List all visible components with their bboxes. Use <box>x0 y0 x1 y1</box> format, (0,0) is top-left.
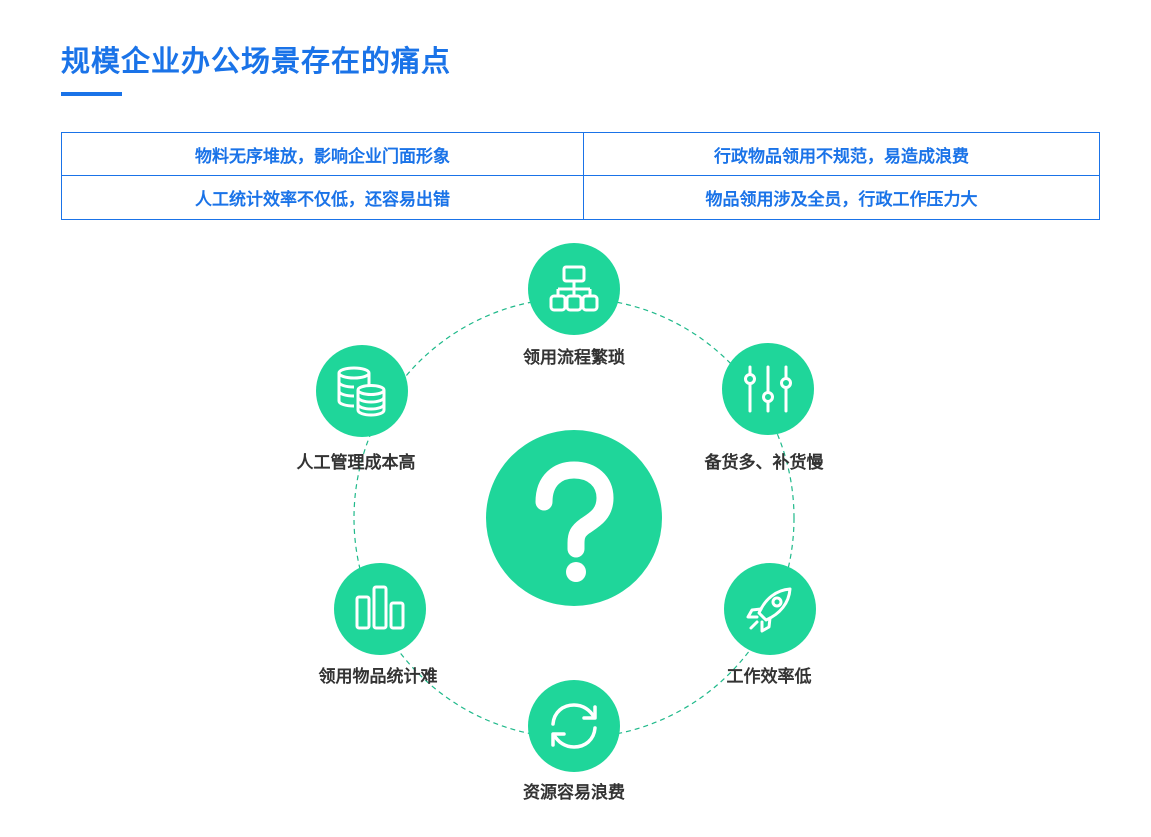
node-label-flow: 领用流程繁琐 <box>523 348 625 368</box>
pain-point-cell: 人工统计效率不仅低，还容易出错 <box>62 176 584 219</box>
title-underline <box>61 92 122 96</box>
node-label-efficiency: 工作效率低 <box>726 667 812 687</box>
pain-point-cell: 行政物品领用不规范，易造成浪费 <box>584 133 1099 176</box>
bar-chart-icon <box>334 563 426 655</box>
node-label-statistics: 领用物品统计难 <box>318 667 438 687</box>
database-icon <box>316 345 408 437</box>
node-label-stock: 备货多、补货慢 <box>704 453 824 473</box>
question-mark-icon <box>486 430 662 606</box>
pain-point-cell: 物料无序堆放，影响企业门面形象 <box>62 133 584 176</box>
node-label-waste: 资源容易浪费 <box>523 783 625 803</box>
node-label-labor-cost: 人工管理成本高 <box>296 453 416 473</box>
pain-points-table: 物料无序堆放，影响企业门面形象 行政物品领用不规范，易造成浪费 人工统计效率不仅… <box>61 132 1100 220</box>
refresh-icon <box>528 680 620 772</box>
page-title: 规模企业办公场景存在的痛点 <box>61 44 452 78</box>
rocket-icon <box>724 563 816 655</box>
sliders-icon <box>722 343 814 435</box>
org-chart-icon <box>528 243 620 335</box>
pain-point-cell: 物品领用涉及全员，行政工作压力大 <box>705 190 978 210</box>
